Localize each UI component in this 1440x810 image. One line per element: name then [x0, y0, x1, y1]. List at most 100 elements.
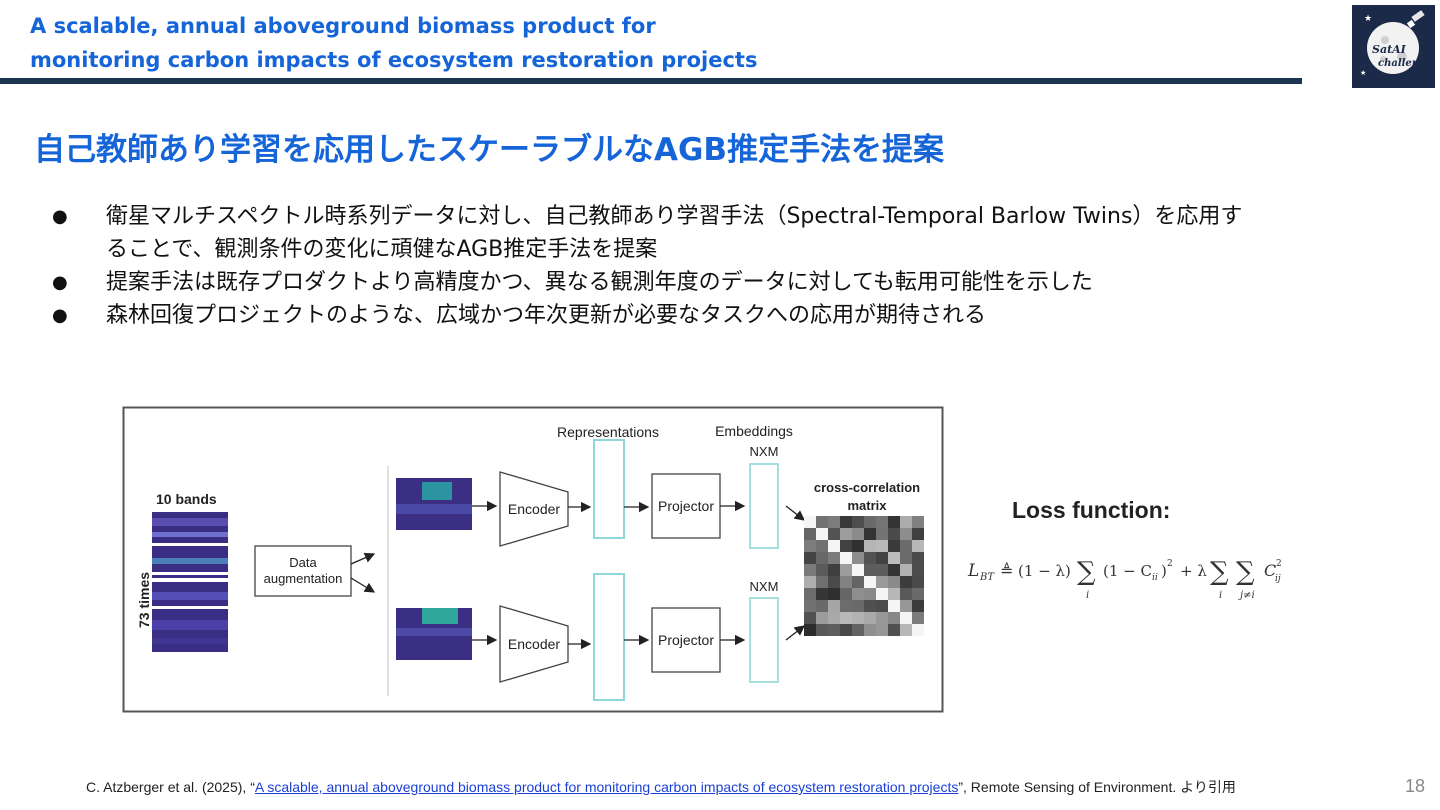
encoder-bottom: [499, 605, 569, 683]
svg-text:★: ★: [1360, 69, 1366, 77]
satai-challenge-logo: ★ ★ SatAI challenge: [1352, 5, 1435, 88]
bullet-dot: ●: [52, 272, 68, 293]
matrix-cell: [804, 528, 816, 540]
citation-link[interactable]: A scalable, annual aboveground biomass p…: [254, 779, 959, 795]
header-title-line-2: monitoring carbon impacts of ecosystem r…: [30, 48, 758, 72]
loss-function-title: Loss function:: [1012, 497, 1170, 523]
embedding-top: [749, 463, 779, 549]
architecture-diagram: 10 bands 73 times Data augmentation: [122, 406, 944, 713]
citation: C. Atzberger et al. (2025), “A scalable,…: [86, 777, 1236, 797]
matrix-cell: [816, 564, 828, 576]
matrix-cell: [852, 564, 864, 576]
header-divider-bar: [0, 78, 1302, 84]
embeddings-label: Embeddings: [715, 423, 793, 439]
loss-c-ij-sub: ij: [1275, 574, 1281, 584]
augmentation-label-1: Data: [289, 555, 317, 570]
matrix-cell: [852, 588, 864, 600]
matrix-cell: [888, 564, 900, 576]
matrix-cell: [876, 564, 888, 576]
matrix-cell: [828, 552, 840, 564]
matrix-cell: [828, 576, 840, 588]
logo-text-1: SatAI: [1372, 43, 1407, 56]
matrix-cell: [840, 540, 852, 552]
representation-top: [593, 439, 625, 539]
matrix-cell: [864, 552, 876, 564]
matrix-cell: [876, 576, 888, 588]
bullet-text-line: 森林回復プロジェクトのような、広域かつ年次更新が必要なタスクへの応用が期待される: [106, 303, 987, 328]
loss-function-formula: Loss function: L BT ≜ (1 − λ) ∑ i (1 − C…: [967, 497, 1282, 601]
projector-bottom: [651, 607, 721, 673]
matrix-cell: [900, 576, 912, 588]
matrix-cell: [816, 576, 828, 588]
loss-term1: (1 − λ): [1018, 562, 1071, 580]
matrix-cell: [828, 540, 840, 552]
matrix-cell: [876, 516, 888, 528]
matrix-cell: [840, 516, 852, 528]
augmentation-label-2: augmentation: [264, 571, 343, 586]
matrix-cell: [912, 588, 924, 600]
matrix-cell: [852, 612, 864, 624]
matrix-cell: [900, 552, 912, 564]
matrix-cell: [876, 600, 888, 612]
matrix-cell: [888, 624, 900, 636]
encoder-bottom-label: Encoder: [508, 636, 560, 652]
loss-sum-2: ∑: [1210, 557, 1229, 587]
bullet-text-line: 衛星マルチスペクトル時系列データに対し、自己教師あり学習手法（Spectral-…: [106, 204, 1243, 229]
matrix-cell: [864, 588, 876, 600]
matrix-cell: [876, 624, 888, 636]
matrix-cell: [900, 540, 912, 552]
nxm-bottom-label: NXM: [750, 579, 779, 594]
matrix-cell: [912, 576, 924, 588]
logo-text-2: challenge: [1378, 58, 1432, 69]
loss-lhs-sub: BT: [979, 572, 995, 583]
matrix-cell: [876, 540, 888, 552]
matrix-cell: [816, 600, 828, 612]
matrix-cell: [876, 612, 888, 624]
matrix-cell: [828, 564, 840, 576]
header-title-line-1: A scalable, annual aboveground biomass p…: [30, 14, 656, 38]
matrix-cell: [900, 612, 912, 624]
matrix-cell: [816, 540, 828, 552]
matrix-cell: [900, 588, 912, 600]
matrix-cell: [864, 564, 876, 576]
matrix-cell: [804, 540, 816, 552]
matrix-cell: [876, 588, 888, 600]
loss-function-panel: Loss function: L BT ≜ (1 − λ) ∑ i (1 − C…: [960, 490, 1320, 610]
cross-correlation-label-2: matrix: [847, 498, 887, 513]
matrix-cell: [840, 624, 852, 636]
matrix-cell: [840, 600, 852, 612]
matrix-cell: [852, 540, 864, 552]
projector-top-label: Projector: [658, 498, 714, 514]
matrix-cell: [852, 576, 864, 588]
matrix-cell: [888, 552, 900, 564]
matrix-cell: [900, 600, 912, 612]
matrix-cell: [852, 516, 864, 528]
satai-logo-graphic: ★ ★ SatAI challenge: [1360, 10, 1432, 77]
matrix-cell: [828, 516, 840, 528]
bullet-item: ● 衛星マルチスペクトル時系列データに対し、自己教師あり学習手法（Spectra…: [50, 200, 1410, 266]
matrix-cell: [828, 624, 840, 636]
matrix-cell: [864, 540, 876, 552]
matrix-cell: [912, 624, 924, 636]
matrix-cell: [804, 612, 816, 624]
times-label: 73 times: [136, 572, 152, 628]
matrix-cell: [888, 528, 900, 540]
bands-label: 10 bands: [156, 491, 217, 507]
matrix-cell: [828, 600, 840, 612]
matrix-cell: [816, 624, 828, 636]
matrix-cell: [816, 612, 828, 624]
matrix-cell: [864, 516, 876, 528]
bullet-item: ● 森林回復プロジェクトのような、広域かつ年次更新が必要なタスクへの応用が期待さ…: [50, 299, 1410, 332]
loss-def-symbol: ≜: [1000, 561, 1013, 580]
matrix-cell: [816, 528, 828, 540]
matrix-cell: [840, 564, 852, 576]
input-time-series-image: [152, 512, 228, 652]
matrix-cell: [888, 588, 900, 600]
slide-headline: 自己教師あり学習を応用したスケーラブルなAGB推定手法を提案: [34, 132, 945, 168]
loss-plus-lambda: + λ: [1180, 562, 1207, 580]
augmented-view-1: [396, 478, 472, 530]
page-number: 18: [1405, 776, 1426, 796]
citation-prefix: C. Atzberger et al. (2025), “: [86, 779, 255, 795]
matrix-cell: [828, 528, 840, 540]
matrix-cell: [804, 552, 816, 564]
